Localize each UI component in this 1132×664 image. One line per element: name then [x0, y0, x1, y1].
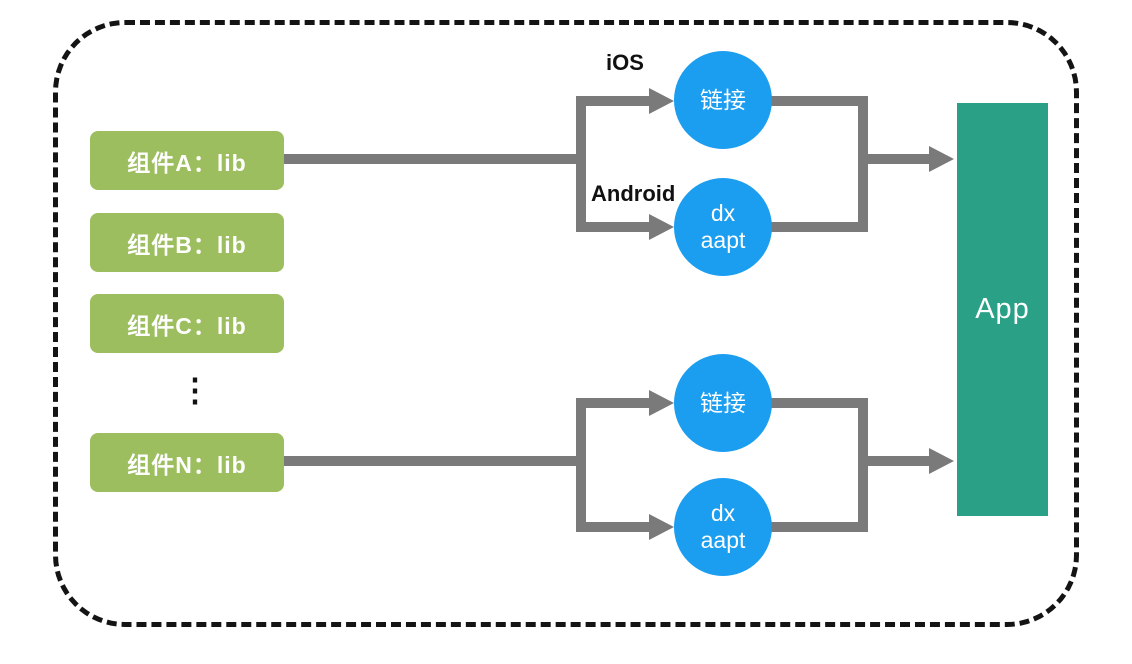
app-label: App [975, 293, 1030, 325]
component-box-b: 组件B：lib [90, 213, 284, 272]
node-label: 链接 [700, 86, 746, 113]
bottom-link-node: 链接 [674, 354, 772, 452]
dashed-border [53, 20, 1079, 627]
node-label-line2: aapt [700, 227, 746, 253]
node-label-line2: aapt [700, 527, 746, 553]
top-dx-aapt-node: dx aapt [674, 178, 772, 276]
component-box-c: 组件C：lib [90, 294, 284, 353]
node-label-line1: dx [710, 500, 736, 526]
top-link-node: 链接 [674, 51, 772, 149]
bottom-dx-aapt-node: dx aapt [674, 478, 772, 576]
component-box-a: 组件A：lib [90, 131, 284, 190]
node-label-line1: dx [710, 200, 736, 226]
component-label: 组件A：lib [127, 149, 247, 176]
ios-label: iOS [606, 50, 644, 75]
component-label: 组件N：lib [127, 451, 247, 478]
component-box-n: 组件N：lib [90, 433, 284, 492]
vertical-ellipsis: ⋮ [179, 372, 211, 408]
node-label: 链接 [700, 389, 746, 416]
app-box: App [957, 103, 1048, 516]
component-label: 组件B：lib [127, 231, 247, 258]
component-label: 组件C：lib [127, 312, 247, 339]
android-label: Android [591, 181, 676, 206]
